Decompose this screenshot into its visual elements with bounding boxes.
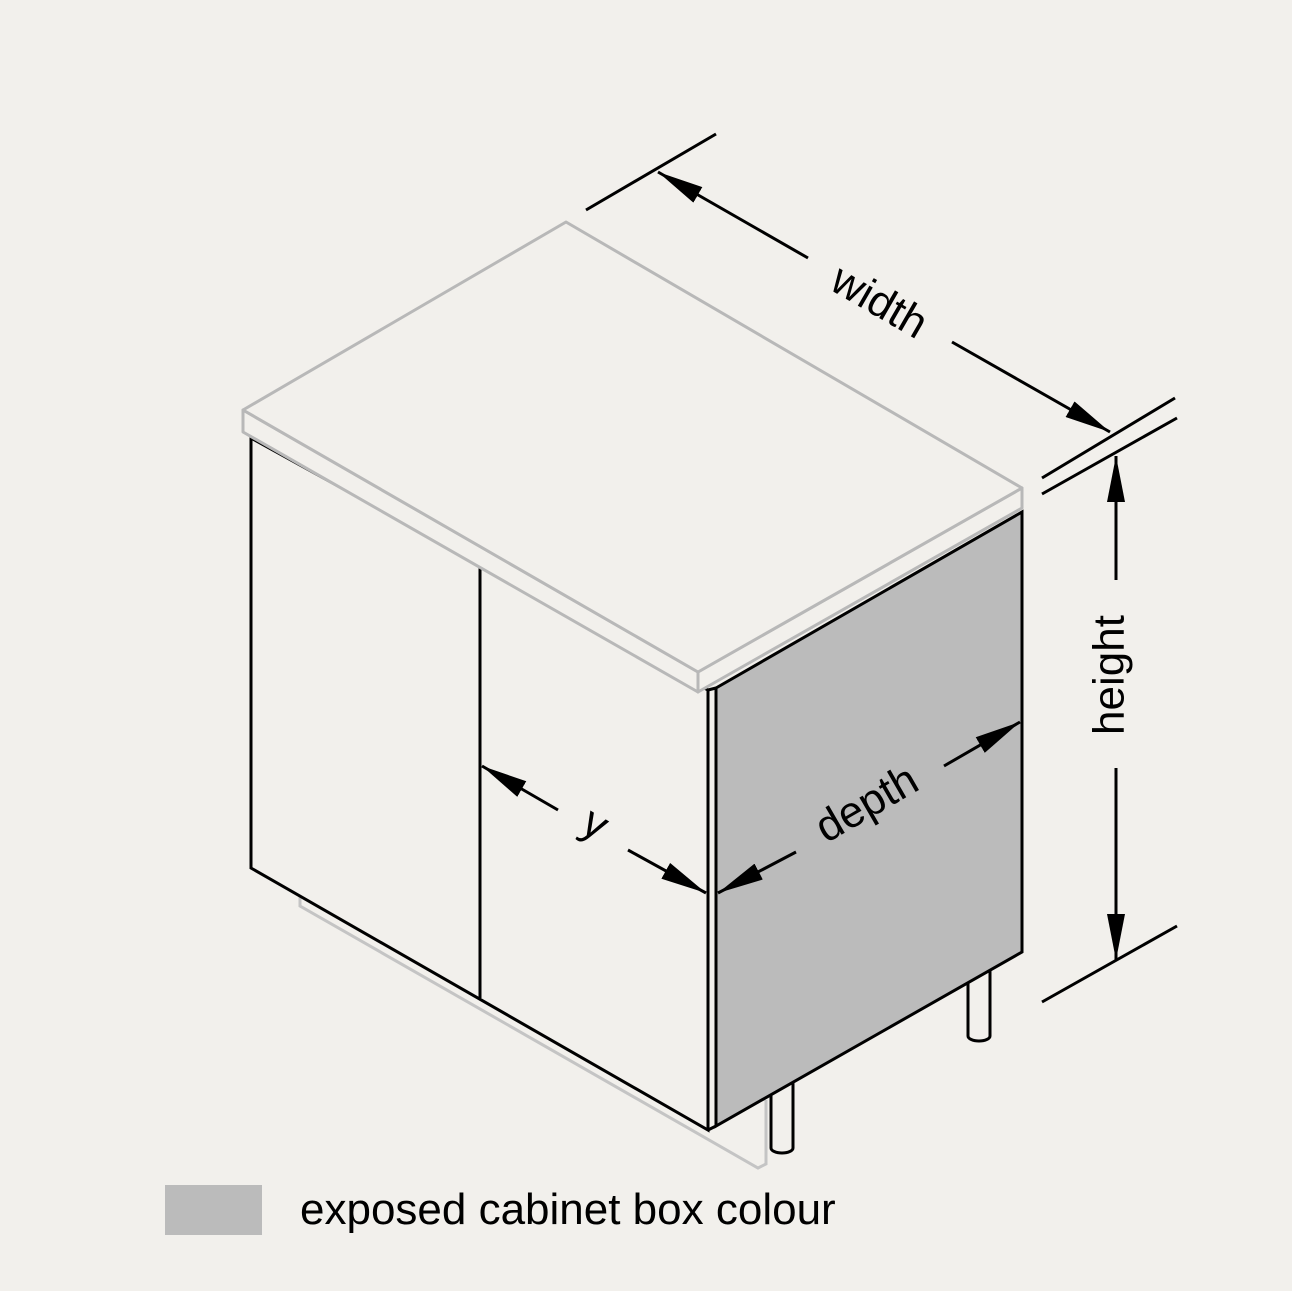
plinth-line: [298, 896, 768, 1170]
exposed-side-panel: [714, 509, 1024, 1129]
width-label: width: [822, 254, 936, 348]
legend-swatch: [165, 1185, 262, 1235]
height-label: height: [1085, 615, 1134, 735]
height-dimension: [1041, 456, 1178, 1004]
legend-label: exposed cabinet box colour: [300, 1185, 836, 1234]
y-dimension: [481, 764, 707, 895]
countertop: [241, 220, 1024, 694]
cabinet-legs: [769, 965, 992, 1155]
depth-dimension: [717, 720, 1021, 895]
